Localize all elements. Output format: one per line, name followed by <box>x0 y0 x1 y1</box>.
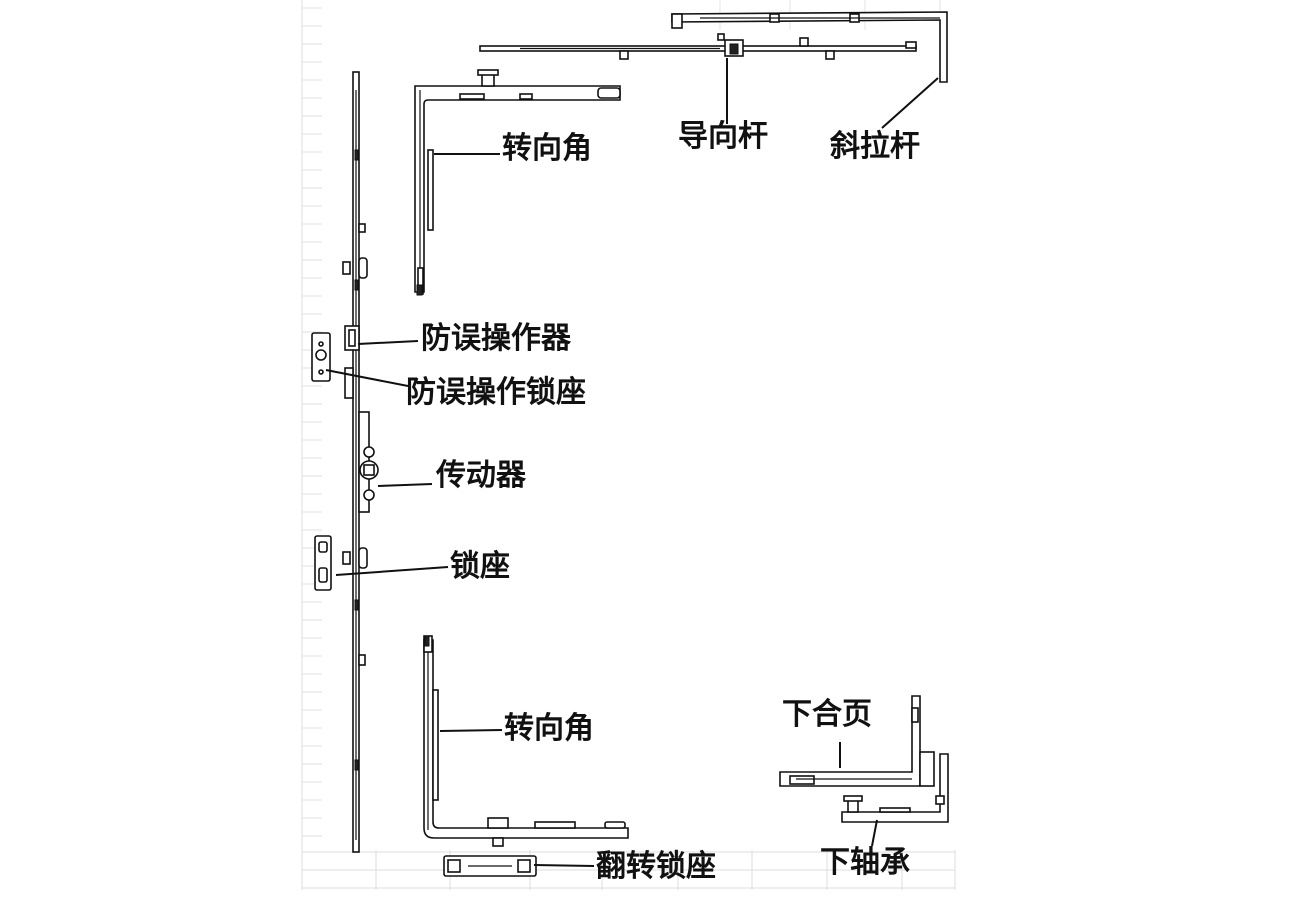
label-guide-rod: 导向杆 <box>678 119 768 154</box>
lower-hinge <box>779 695 935 787</box>
bottom-corner-drive <box>423 635 629 847</box>
diagonal-tilt-rod <box>671 11 948 83</box>
label-lower-bearing: 下轴承 <box>820 845 910 880</box>
label-diagonal-rod: 斜拉杆 <box>830 129 920 164</box>
leader-lock-seat <box>335 566 449 576</box>
label-lower-hinge: 下合页 <box>782 697 872 732</box>
top-corner-drive <box>414 69 621 296</box>
label-actuator: 传动器 <box>436 458 526 493</box>
label-lock-seat: 锁座 <box>450 549 510 584</box>
label-top-corner: 转向角 <box>502 131 592 166</box>
label-bottom-corner: 转向角 <box>504 711 594 746</box>
misoperation-device <box>344 325 360 399</box>
leader-tilt-lock-seat <box>533 864 595 867</box>
leader-bottom-corner <box>439 729 503 732</box>
label-misoperation-lock-seat: 防误操作锁座 <box>406 375 586 410</box>
label-misoperation-device: 防误操作器 <box>421 321 571 356</box>
leader-lower-bearing <box>871 819 878 847</box>
leader-misoperation-device <box>357 340 419 345</box>
label-tilt-lock-seat: 翻转锁座 <box>596 849 716 884</box>
misoperation-lock-seat <box>311 332 331 382</box>
leader-misoperation-lock-seat <box>325 369 409 387</box>
leader-diagonal-rod <box>881 77 939 129</box>
tilt-lock-seat <box>443 855 537 877</box>
leader-lines <box>325 58 939 867</box>
lock-seat <box>314 535 332 591</box>
guide-rod <box>479 33 917 60</box>
lower-bearing <box>841 753 949 823</box>
actuator <box>358 411 379 513</box>
leader-actuator <box>377 483 433 487</box>
